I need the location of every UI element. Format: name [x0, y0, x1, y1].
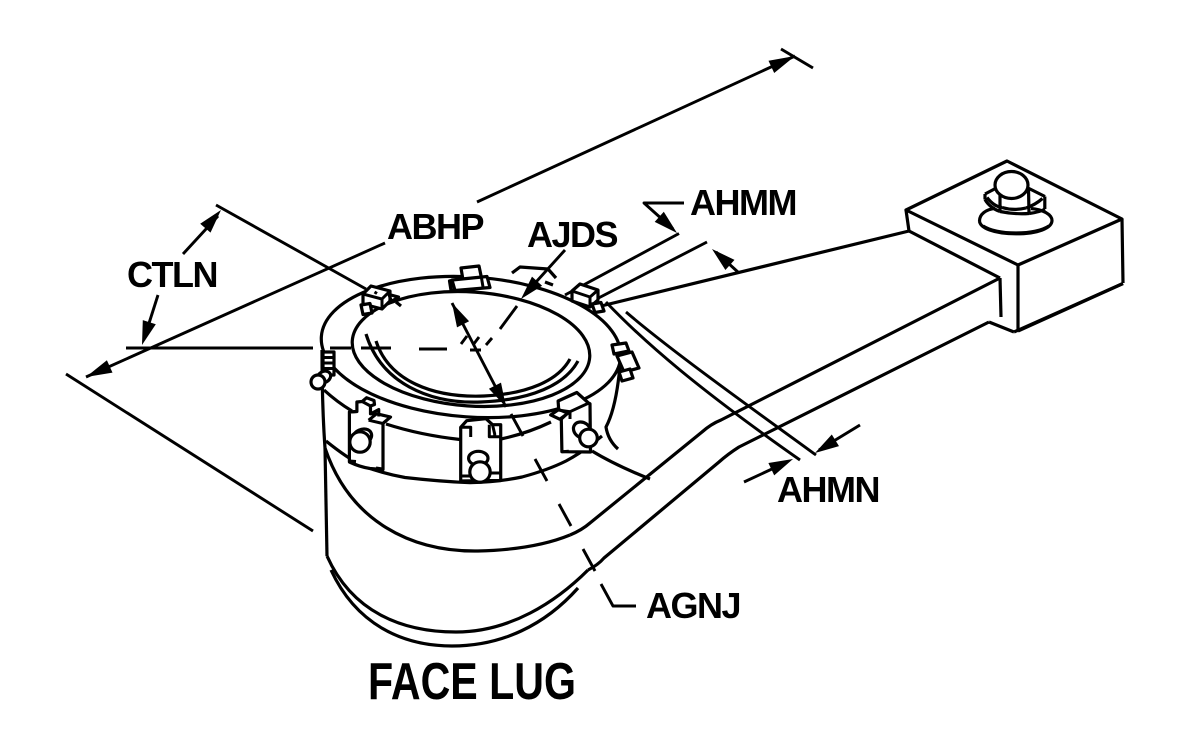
- svg-text:AHMN: AHMN: [777, 469, 879, 510]
- svg-text:AGNJ: AGNJ: [646, 585, 740, 626]
- svg-text:CTLN: CTLN: [127, 254, 217, 295]
- svg-text:AHMM: AHMM: [690, 182, 796, 223]
- svg-text:FACE LUG: FACE LUG: [368, 653, 576, 711]
- svg-text:ABHP: ABHP: [387, 206, 483, 247]
- svg-text:AJDS: AJDS: [527, 214, 618, 255]
